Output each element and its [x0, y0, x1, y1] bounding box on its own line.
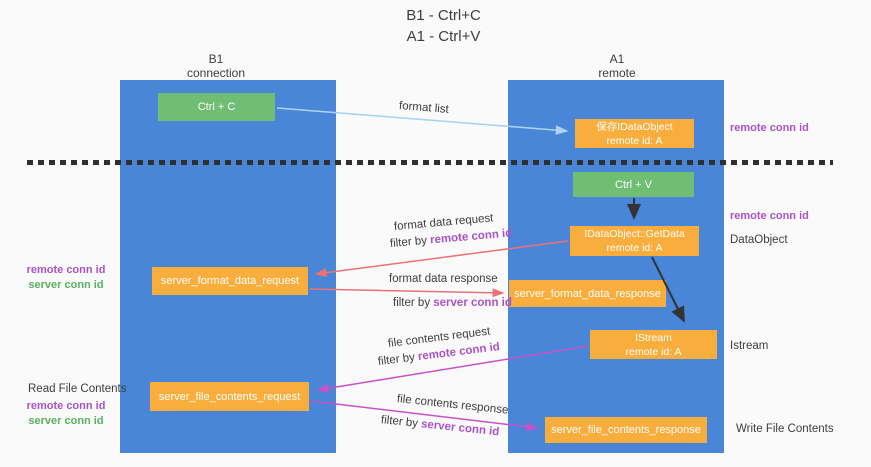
node-server-format-data-request: server_format_data_request — [152, 267, 308, 295]
lane-b1-role: connection — [186, 66, 246, 80]
dashed-divider — [27, 160, 833, 165]
label-conn-ids-format: remote conn id server conn id — [24, 263, 108, 293]
node-server-file-contents-response: server_file_contents_response — [545, 417, 707, 443]
node-server-format-data-response: server_format_data_response — [509, 280, 666, 307]
label-remote-conn-id-left-1: remote conn id — [26, 264, 106, 276]
lane-header-a1: A1 remote — [567, 52, 667, 80]
node-file-response-label: server_file_contents_response — [551, 424, 701, 436]
node-istream-line1: IStream — [635, 331, 672, 344]
lane-b1-name: B1 — [208, 52, 224, 66]
node-idataobject-getdata: IDataObject::GetData remote id: A — [570, 226, 699, 256]
node-ctrl-v: Ctrl + V — [573, 172, 694, 197]
node-istream-line2: remote id: A — [625, 345, 682, 358]
annotation-format-list: format list — [398, 100, 450, 116]
annotation-filter-server-2: filter by server conn id — [380, 414, 499, 438]
node-istream: IStream remote id: A — [590, 330, 717, 359]
node-ctrl-v-label: Ctrl + V — [615, 178, 652, 191]
diagram-title: B1 - Ctrl+C A1 - Ctrl+V — [8, 5, 871, 47]
node-server-file-contents-request: server_file_contents_request — [150, 382, 309, 411]
node-format-request-label: server_format_data_request — [160, 275, 300, 287]
filter-by-text: filter by — [389, 234, 431, 250]
node-ctrl-c: Ctrl + C — [158, 93, 275, 121]
label-dataobject: DataObject — [730, 234, 788, 246]
node-file-request-label: server_file_contents_request — [158, 390, 301, 403]
filter-by-text: filter by — [377, 351, 419, 368]
label-remote-conn-id-left-2: remote conn id — [26, 400, 106, 412]
node-format-response-label: server_format_data_response — [514, 287, 661, 300]
remote-conn-id-text: remote conn id — [429, 227, 513, 247]
lane-a1-name: A1 — [609, 52, 625, 66]
lane-a1-role: remote — [598, 66, 636, 80]
label-server-conn-id-left-2: server conn id — [28, 415, 104, 427]
label-read-file-contents: Read File Contents — [28, 383, 127, 395]
node-save-idataobject-line2: remote id: A — [606, 134, 663, 147]
annotation-format-data-response: format data response — [389, 273, 498, 285]
title-line-2: A1 - Ctrl+V — [406, 28, 481, 45]
node-getdata-line1: IDataObject::GetData — [584, 228, 685, 240]
label-write-file-contents: Write File Contents — [736, 423, 834, 435]
label-server-conn-id-left-1: server conn id — [28, 279, 104, 291]
filter-by-text: filter by — [380, 414, 422, 431]
server-conn-id-text: server conn id — [433, 297, 512, 309]
label-istream: Istream — [730, 340, 769, 352]
node-save-idataobject: 保存IDataObject remote id: A — [575, 119, 694, 148]
lane-header-b1: B1 connection — [166, 52, 266, 80]
annotation-file-contents-response: file contents response — [396, 393, 509, 417]
server-conn-id-text: server conn id — [420, 418, 500, 439]
label-conn-ids-file: remote conn id server conn id — [24, 399, 108, 429]
label-remote-conn-id-top-right: remote conn id — [730, 122, 809, 134]
arrow-format-data-response — [309, 288, 505, 298]
title-line-1: B1 - Ctrl+C — [406, 7, 481, 24]
annotation-filter-server-1: filter by server conn id — [393, 297, 512, 309]
node-ctrl-c-label: Ctrl + C — [197, 101, 236, 113]
node-save-idataobject-line1: 保存IDataObject — [596, 120, 673, 133]
node-getdata-line2: remote id: A — [606, 242, 663, 254]
filter-by-text: filter by — [393, 297, 434, 309]
label-remote-conn-id-mid-right: remote conn id — [730, 210, 809, 222]
